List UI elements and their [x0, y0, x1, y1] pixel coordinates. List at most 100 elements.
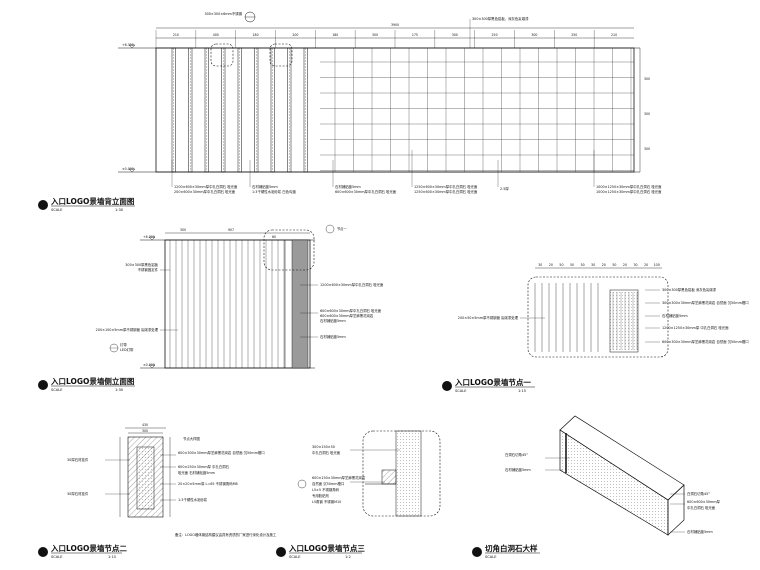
side-dim-2: 907	[228, 228, 234, 232]
svg-text:600×600×30mm厚芝麻黑花岗岩: 600×600×30mm厚芝麻黑花岗岩	[320, 313, 374, 318]
side-dim-3: 60	[272, 235, 276, 239]
main-dim-total: 3900	[391, 23, 399, 27]
svg-text:1000×1250×30mm厚中孔白洞石 哑光面: 1000×1250×30mm厚中孔白洞石 哑光面	[596, 189, 662, 194]
node-one-dim: 50	[581, 263, 585, 267]
svg-text:300×300×30mm厚芝麻黑花岗岩 自然面 沉50mm槽: 300×300×30mm厚芝麻黑花岗岩 自然面 沉50mm槽口	[662, 300, 749, 305]
side-title: 入口LOGO景墙侧立面图	[50, 376, 135, 386]
main-top-dim: 210	[611, 33, 617, 37]
main-top-dim: 200	[292, 33, 298, 37]
stone-front-face	[559, 429, 669, 536]
svg-text:白洞石切角45°: 白洞石切角45°	[505, 452, 528, 457]
node-two-dim-2: 300	[142, 429, 148, 433]
svg-text:石材铺贴缝5mm: 石材铺贴缝5mm	[687, 529, 713, 534]
svg-text:中孔白洞石 哑光面: 中孔白洞石 哑光面	[687, 505, 716, 510]
svg-text:石材铺贴缝5mm: 石材铺贴缝5mm	[320, 334, 346, 339]
side-level-bottom: ±0.000	[143, 363, 155, 367]
node-one-dim: 20	[602, 263, 606, 267]
node-three-title: 入口LOGO景墙节点三	[288, 543, 365, 553]
node-two-title: 入口LOGO景墙节点二	[50, 543, 127, 553]
svg-text:300×300厚黑色铝板 深灰色氟碳漆: 300×300厚黑色铝板 深灰色氟碳漆	[662, 287, 717, 292]
side-dim-1: 300	[180, 228, 186, 232]
svg-text:不锈钢固定件: 不锈钢固定件	[138, 267, 159, 272]
svg-text:L5角钢 不锈钢M10: L5角钢 不锈钢M10	[312, 499, 341, 504]
svg-text:1250×600×30mm厚中孔白洞石 哑光面: 1250×600×30mm厚中孔白洞石 哑光面	[414, 184, 478, 189]
main-steel-fins	[171, 47, 308, 173]
node-one-title: 入口LOGO景墙节点一	[454, 377, 531, 387]
main-top-dim: 210	[173, 33, 179, 37]
stone-side-face	[667, 484, 685, 536]
svg-text:LED灯带: LED灯带	[120, 347, 134, 352]
svg-text:600×600×30mm厚中孔白洞石 哑光面: 600×600×30mm厚中孔白洞石 哑光面	[335, 189, 397, 194]
side-wall-outline	[164, 239, 311, 369]
node-two-dim-1: 430	[142, 423, 148, 427]
main-top-callout-right: 300×300厚黑色铝板，深灰色氟碳漆	[472, 16, 529, 21]
main-level-bottom: ±0.000	[122, 167, 136, 173]
main-top-dim: 400	[213, 33, 219, 37]
node-one-dim: 20	[644, 263, 648, 267]
main-top-dim: 300	[531, 33, 537, 37]
node-one-dim: 30	[591, 263, 595, 267]
main-top-dim: 180	[332, 33, 338, 37]
main-top-dim: 175	[412, 33, 418, 37]
svg-text:白洞石切角45°: 白洞石切角45°	[687, 491, 710, 496]
svg-text:300×300厚黑色铝板: 300×300厚黑色铝板	[125, 262, 158, 267]
node-one-dim: 50	[570, 263, 574, 267]
svg-text:L5×5 不锈钢角码: L5×5 不锈钢角码	[312, 487, 340, 492]
node-one-dim: 50	[612, 263, 616, 267]
node-three-detail: 300×150×50 中孔白洞石 哑光面 600×150×30mm厚芝麻黑花岗岩…	[276, 430, 441, 559]
node-two-stone	[136, 446, 155, 510]
main-top-dim: 250	[492, 33, 498, 37]
node-one-dim: 20	[549, 263, 553, 267]
svg-text:1250×600×30mm厚中孔白洞石 哑光面: 1250×600×30mm厚中孔白洞石 哑光面	[414, 189, 478, 194]
node-two-note: 备注：LOGO墙体钢结构建议由具有资质的厂家进行深化设计及施工	[175, 532, 277, 537]
stone-detail: 白洞石切角45° 石材铺贴缝5mm 白洞石切角45° 600×600×30mm厚…	[472, 415, 721, 559]
svg-text:哑光面 石材铺贴缝5mm: 哑光面 石材铺贴缝5mm	[178, 470, 216, 475]
svg-text:600×300×30mm厚芝麻黑花岗岩 自然面 沉50mm槽: 600×300×30mm厚芝麻黑花岗岩 自然面 沉50mm槽口	[178, 450, 265, 455]
svg-text:1:3干硬性水泥砂浆: 1:3干硬性水泥砂浆	[178, 497, 208, 502]
svg-text:石材铺贴缝5mm: 石材铺贴缝5mm	[252, 184, 278, 189]
main-right-dim-1: 300	[644, 77, 650, 81]
svg-text:自然面 沉50mm槽口: 自然面 沉50mm槽口	[312, 481, 344, 486]
svg-text:1:2: 1:2	[345, 555, 351, 559]
main-wall-outline	[118, 47, 640, 173]
main-top-dim: 300	[452, 33, 458, 37]
svg-text:SCALE: SCALE	[455, 389, 467, 393]
svg-text:1:30: 1:30	[115, 208, 124, 212]
svg-text:1000×1250×30mm厚中孔白洞石 哑光面: 1000×1250×30mm厚中孔白洞石 哑光面	[596, 184, 662, 189]
svg-text:石材铺贴缝5mm: 石材铺贴缝5mm	[335, 184, 361, 189]
svg-text:SCALE: SCALE	[485, 555, 497, 559]
main-top-dim: 250	[571, 33, 577, 37]
svg-text:1:15: 1:15	[518, 389, 526, 393]
svg-text:±0.000: ±0.000	[122, 167, 134, 171]
main-stone-grid	[320, 48, 634, 172]
node-three-stone	[395, 430, 422, 517]
node-two-detail: 430 300 节点大样图 30厚石材挂件 30厚石材挂件 600×300×30…	[38, 423, 277, 559]
svg-text:石材铺贴缝5mm: 石材铺贴缝5mm	[505, 467, 531, 472]
node-one-dim: 20	[623, 263, 627, 267]
main-detail-box-two	[269, 43, 293, 67]
svg-text:中孔白洞石 哑光面: 中孔白洞石 哑光面	[312, 450, 341, 455]
svg-text:2.5厚: 2.5厚	[500, 186, 509, 191]
node-one-dim: 30	[634, 263, 638, 267]
svg-text:600×600×30mm厚中孔白洞石 哑光面: 600×600×30mm厚中孔白洞石 哑光面	[320, 308, 382, 313]
svg-text:30厚石材挂件: 30厚石材挂件	[67, 457, 89, 462]
svg-text:SCALE: SCALE	[51, 388, 63, 392]
svg-text:600×600×30mm厚: 600×600×30mm厚	[687, 499, 721, 504]
svg-text:1200×1250×30mm厚 中孔白洞石 哑光面: 1200×1250×30mm厚 中孔白洞石 哑光面	[662, 325, 729, 330]
node-one-dim: 100	[654, 263, 660, 267]
svg-text:1200×600×30mm厚中孔白洞石 哑光面: 1200×600×30mm厚中孔白洞石 哑光面	[320, 282, 384, 287]
side-level-top: +6.300	[143, 235, 155, 239]
side-detail-box	[263, 229, 315, 271]
node-one-dim: 30	[538, 263, 542, 267]
svg-text:600×300×30mm厚芝麻黑花岗岩 自然面 沉50mm槽: 600×300×30mm厚芝麻黑花岗岩 自然面 沉50mm槽口	[662, 339, 749, 344]
main-detail-box-one	[210, 43, 234, 67]
svg-text:200×50×5mm厚不锈钢管 氟碳漆处理: 200×50×5mm厚不锈钢管 氟碳漆处理	[458, 315, 519, 320]
svg-text:200×100×5mm厚不锈钢管 氟碳漆处理: 200×100×5mm厚不锈钢管 氟碳漆处理	[96, 327, 159, 332]
svg-text:200×600×30mm厚中孔白洞石 哑光面: 200×600×30mm厚中孔白洞石 哑光面	[174, 189, 236, 194]
svg-text:1200×600×30mm厚中孔白洞石 哑光面: 1200×600×30mm厚中孔白洞石 哑光面	[174, 184, 238, 189]
main-title: 入口LOGO景墙背立面图	[50, 196, 135, 206]
